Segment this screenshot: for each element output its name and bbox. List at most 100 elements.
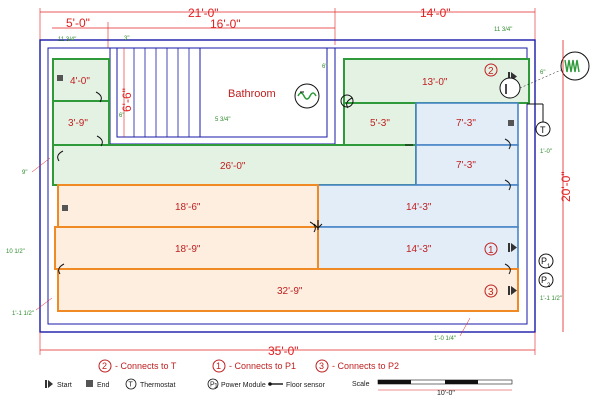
p1-letter: P — [541, 256, 547, 266]
power-module-p1-icon — [538, 253, 554, 269]
dim-6in-top: 6" — [322, 64, 327, 70]
dim-11-3-4-right: 11 3/4" — [494, 27, 512, 33]
panel-32-9 — [57, 268, 519, 312]
thermostat: T — [527, 103, 551, 137]
legend-power-sub: 1 — [214, 383, 218, 390]
circuit-3-number: 3 — [488, 287, 494, 298]
legend-t-num: 2 — [102, 361, 107, 371]
room-bathroom: Bathroom — [228, 88, 276, 100]
end-square-icon — [57, 75, 63, 81]
label-5-3: 5'-3" — [370, 118, 390, 129]
panel-labels: 4'-0" 3'-9" 13'-0" 5'-3" 7'-3" 26'-0" 7'… — [68, 76, 476, 297]
legend-end-icon — [86, 380, 93, 387]
label-13-0: 13'-0" — [422, 77, 448, 88]
staircase — [133, 47, 201, 138]
thermostat-letter: T — [540, 125, 546, 135]
clearance-dimensions: 11 3/4" 3" 11 3/4" 6" 6" 6" 5 3/4" 9" 1'… — [6, 27, 562, 342]
dim-1-0-1-4: 1'-0 1/4" — [434, 336, 456, 342]
legend-p2-badge — [315, 359, 329, 373]
turn-arrows — [57, 91, 511, 275]
floor-sensor-right-icon — [499, 77, 521, 99]
dim-14ft: 14'-0" — [420, 6, 451, 20]
legend-start-icon — [45, 380, 53, 388]
label-4-0: 4'-0" — [70, 76, 90, 87]
circuit-2-badge — [484, 63, 498, 77]
dim-9in: 9" — [22, 170, 27, 176]
legend-start: Start — [57, 382, 72, 389]
panel-18-6 — [57, 184, 319, 228]
turn-arrow-icon — [58, 263, 65, 275]
turn-arrow-icon — [309, 221, 316, 233]
power-modules: P 1 P 2 — [538, 253, 554, 289]
outer-wall — [39, 39, 536, 333]
turn-arrow-icon — [96, 135, 103, 147]
label-7-3-lower: 7'-3" — [456, 160, 476, 171]
end-square-icon — [62, 205, 68, 211]
turn-arrow-icon — [57, 150, 64, 162]
dim-1-1-2-right: 1'-1 1/2" — [540, 296, 562, 302]
end-square-icon — [508, 120, 514, 126]
circuit-2-number: 2 — [488, 66, 494, 77]
floor-sensors — [294, 51, 590, 109]
scale-bar — [377, 379, 513, 385]
dim-20ft: 20'-0" — [559, 171, 573, 202]
legend-end: End — [97, 382, 110, 389]
orange-panels — [54, 184, 519, 312]
legend-t-badge — [98, 359, 112, 373]
legend-p1-num: 1 — [216, 361, 221, 371]
circuit-1-badge — [484, 242, 498, 256]
bottom-dimension: 35'-0" — [39, 332, 536, 358]
green-panels — [52, 58, 530, 186]
dim-16ft: 16'-0" — [210, 17, 241, 31]
dim-3in: 3" — [124, 36, 129, 42]
legend-connects-p1: - Connects to P1 — [229, 361, 296, 371]
legend-power: Power Module — [221, 382, 266, 389]
legend-power-icon — [207, 378, 219, 390]
start-icon — [508, 243, 517, 252]
dim-6in-right: 6" — [540, 70, 545, 76]
start-markers — [508, 72, 517, 295]
p1-sub: 1 — [547, 264, 551, 270]
legend: 2 - Connects to T 1 - Connects to P1 3 -… — [45, 359, 513, 397]
label-26-0: 26'-0" — [220, 161, 246, 172]
legend-connects-p2: - Connects to P2 — [332, 361, 399, 371]
legend-scale: Scale — [352, 381, 370, 388]
label-18-9: 18'-9" — [175, 244, 201, 255]
power-module-p2-icon — [538, 272, 554, 288]
dim-1-0-right: 1'-0" — [540, 149, 552, 155]
dim-5ft: 5'-0" — [66, 16, 90, 30]
legend-p1-badge — [212, 359, 226, 373]
label-32-9: 32'-9" — [277, 286, 303, 297]
right-dimension: 20'-0" — [559, 40, 573, 332]
top-dimensions: 21'-0" 14'-0" 5'-0" 16'-0" — [39, 6, 536, 48]
dim-5-3-4: 5 3/4" — [215, 117, 230, 123]
turn-arrow-icon — [504, 138, 511, 150]
turn-arrow-icon — [504, 179, 511, 191]
label-14-3-upper: 14'-3" — [406, 202, 432, 213]
turn-arrow-icon — [504, 263, 511, 275]
panel-3-9 — [52, 100, 110, 146]
p2-letter: P — [541, 275, 547, 285]
dim-35ft: 35'-0" — [268, 344, 299, 358]
panel-7-3-lower — [415, 144, 519, 186]
legend-thermostat-icon — [125, 378, 137, 390]
thermostat-icon — [535, 121, 551, 137]
blue-panels — [317, 102, 519, 270]
legend-thermostat: Thermostat — [140, 382, 175, 389]
legend-scale-length: 10'-0" — [437, 390, 455, 397]
legend-p2-num: 3 — [319, 361, 324, 371]
floor-sensor-bathroom-icon — [294, 83, 320, 109]
legend-power-sym: P — [210, 382, 215, 389]
turn-arrow-icon — [95, 91, 102, 103]
circuit-markers: 2 1 3 — [484, 63, 498, 298]
end-markers — [57, 75, 514, 211]
circuit-3-badge — [484, 284, 498, 298]
dim-1-1-2: 1'-1 1/2" — [12, 311, 34, 317]
circuit-1-number: 1 — [488, 245, 494, 256]
legend-sensor-icon — [268, 382, 272, 386]
panel-14-3-upper — [317, 184, 519, 228]
label-18-6: 18'-6" — [175, 202, 201, 213]
dim-6ft6: 6'-6" — [120, 88, 134, 112]
label-14-3-lower: 14'-3" — [406, 244, 432, 255]
